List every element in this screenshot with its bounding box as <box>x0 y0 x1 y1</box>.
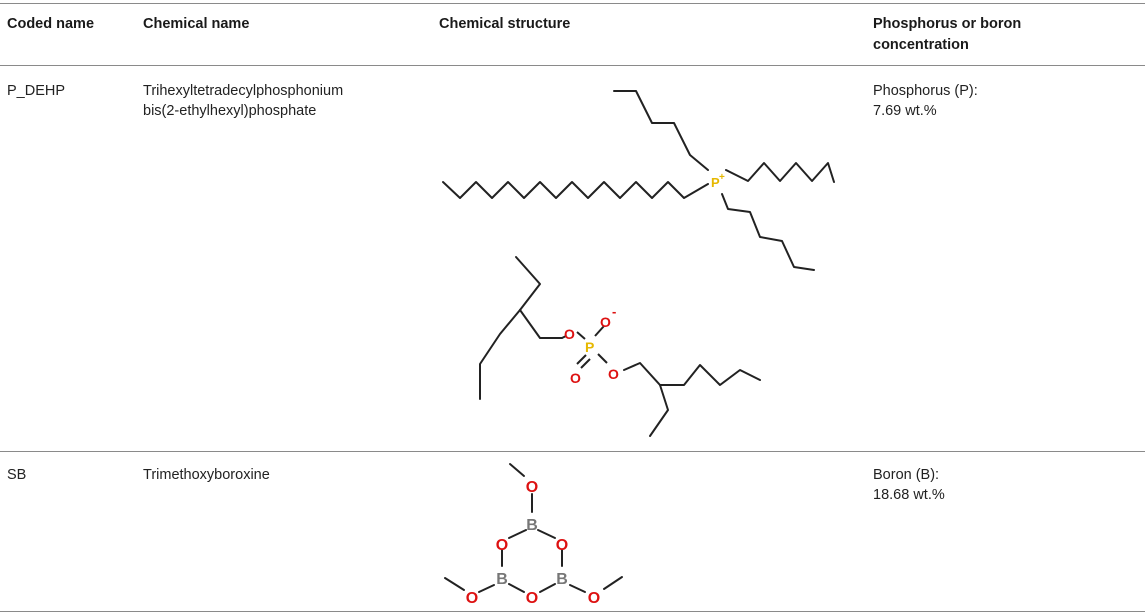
header-bottom-rule <box>0 65 1145 66</box>
row-divider-rule <box>0 451 1145 452</box>
right-hexyl-tail <box>659 364 761 386</box>
left-o-p-bond <box>576 331 586 340</box>
row2-concentration-line2: 18.68 wt.% <box>873 487 945 503</box>
right-b-o-bond <box>569 584 586 593</box>
header-chemical-name: Chemical name <box>143 16 250 32</box>
right-ethylhexyl-backbone <box>623 362 661 386</box>
row1-concentration-line2: 7.69 wt.% <box>873 103 937 119</box>
left-b-o-bond <box>478 584 495 593</box>
row1-chemical-name-line1: Trihexyltetradecylphosphonium <box>143 83 344 99</box>
header-chemical-structure: Chemical structure <box>439 16 571 32</box>
left-ester-bond <box>561 335 567 339</box>
left-ethylhexyl-backbone <box>519 309 563 339</box>
header-coded-name: Coded name <box>7 16 95 32</box>
phosphate-o-left-label: O <box>564 326 575 342</box>
phosphonium-atom-label: P <box>711 175 720 190</box>
row1-chemical-name-line2: bis(2-ethylhexyl)phosphate <box>143 103 317 119</box>
phosphate-p-label: P <box>585 339 594 355</box>
row2-coded-name: SB <box>7 467 27 483</box>
phosphate-o-top-label: O <box>600 314 611 330</box>
row1-concentration-line1: Phosphorus (P): <box>873 83 978 99</box>
left-hexyl-tail <box>479 309 521 400</box>
row2-chemical-name-line1: Trimethoxyboroxine <box>143 467 270 483</box>
boroxine-o-top-label: O <box>526 479 538 496</box>
table-bottom-rule <box>0 611 1145 612</box>
phosphonium-charge-label: + <box>719 172 725 183</box>
phosphate-o-double-label: O <box>570 370 581 386</box>
left-methyl-bond <box>444 577 465 591</box>
tetradecyl-chain <box>442 181 709 199</box>
boroxine-o-methoxy-right-label: O <box>588 590 600 607</box>
left-ethyl-branch <box>515 256 541 311</box>
phosphate-o-charge-label: - <box>612 304 616 319</box>
boroxine-b-left-label: B <box>496 571 508 588</box>
boroxine-b-right-label: B <box>556 571 568 588</box>
boroxine-o-methoxy-left-label: O <box>466 590 478 607</box>
top-methyl-bond <box>509 463 525 477</box>
ring-bond-5 <box>508 583 525 593</box>
header-concentration-line2: concentration <box>873 37 969 53</box>
ring-bond-1 <box>508 529 527 539</box>
right-p-o-bond <box>597 353 608 364</box>
header-concentration-line1: Phosphorus or boron <box>873 16 1022 32</box>
boroxine-o-ring-left-label: O <box>496 537 508 554</box>
phosphate-o-right-label: O <box>608 366 619 382</box>
right-ethyl-branch <box>649 384 669 437</box>
lower-hexyl-chain <box>721 193 815 271</box>
p-double-o-bond-b <box>580 358 591 369</box>
ring-bond-6 <box>539 583 556 593</box>
right-hexyl-chain <box>725 162 835 183</box>
ring-bond-2 <box>537 529 556 539</box>
p-oxide-bond <box>594 325 605 337</box>
boroxine-b-top-label: B <box>526 517 538 534</box>
boroxine-o-ring-right-label: O <box>556 537 568 554</box>
boroxine-o-bottom-label: O <box>526 590 538 607</box>
row2-concentration-line1: Boron (B): <box>873 467 940 483</box>
right-methyl-bond <box>603 576 623 590</box>
upper-hexyl-chain <box>613 90 709 171</box>
row1-coded-name: P_DEHP <box>7 83 66 99</box>
p-double-o-bond-a <box>576 354 587 365</box>
table-top-rule <box>0 3 1145 4</box>
